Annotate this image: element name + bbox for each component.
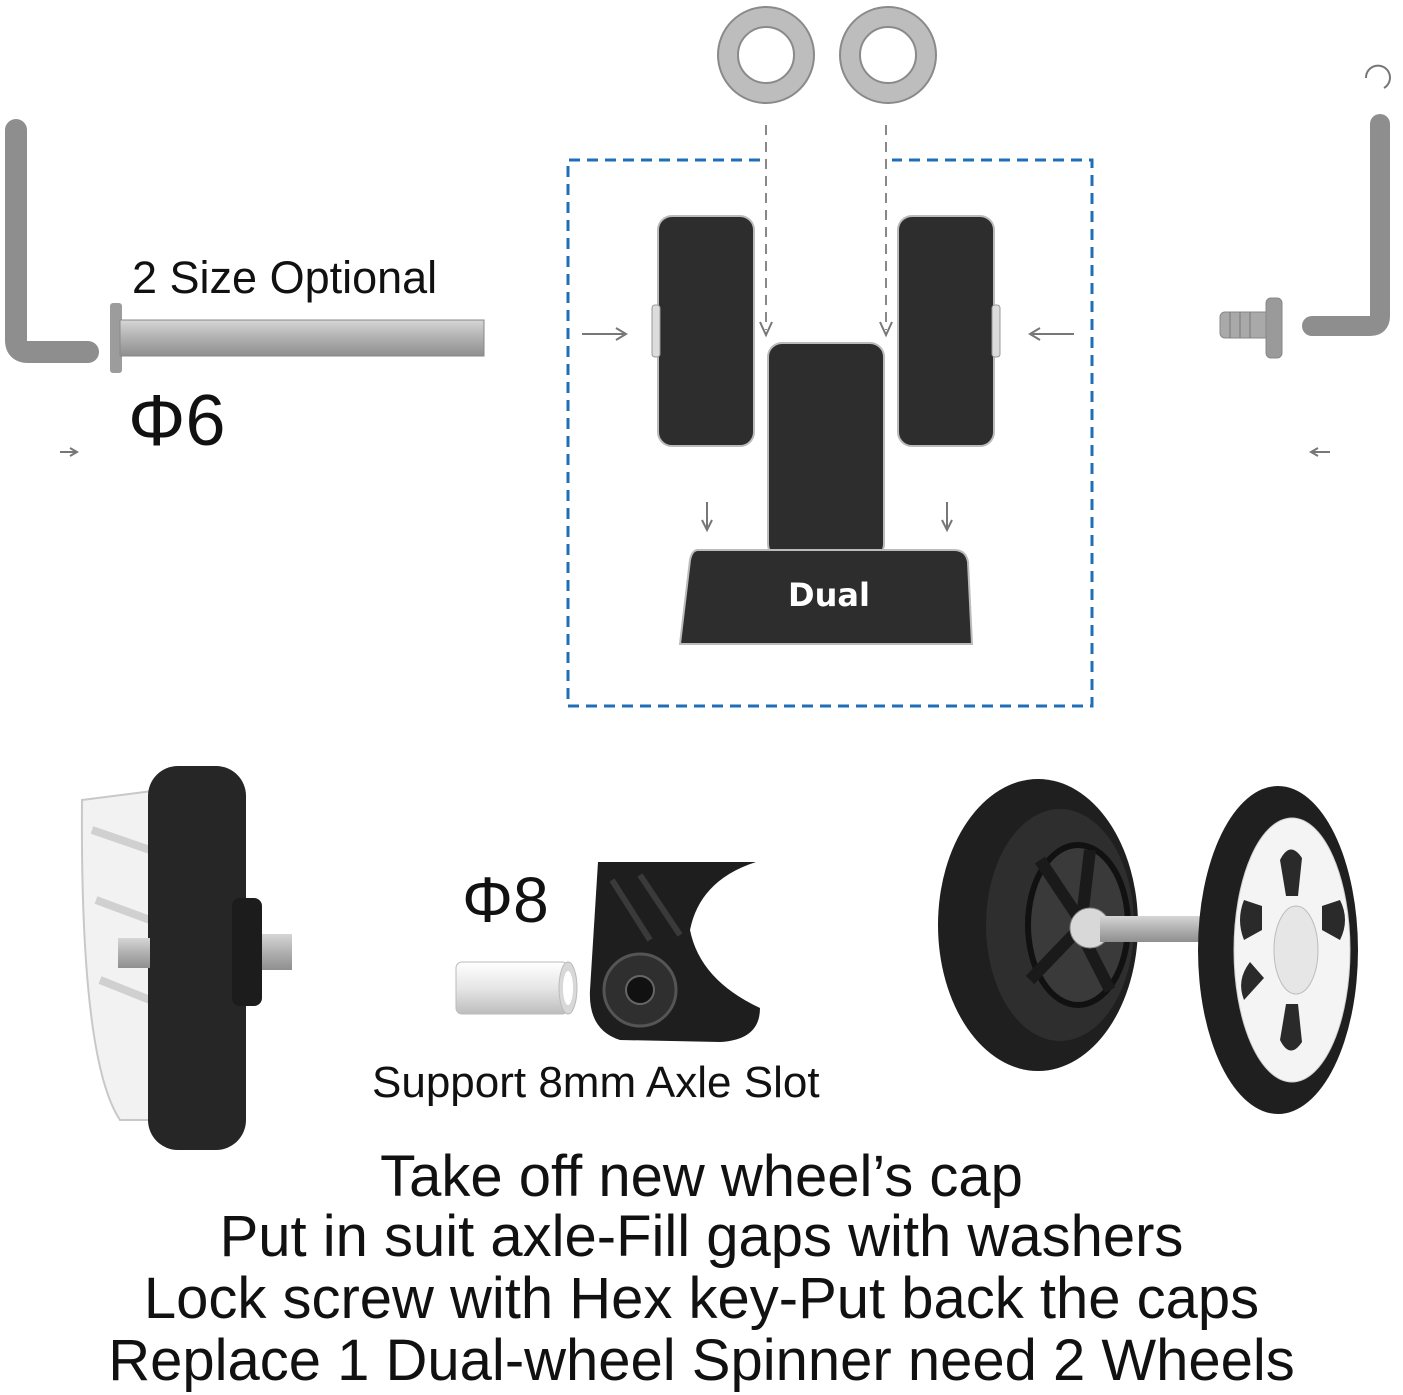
size-optional-label: 2 Size Optional bbox=[132, 252, 438, 303]
phi8-label: Φ8 bbox=[462, 864, 549, 936]
dual-wheel-left bbox=[657, 215, 755, 447]
hex-key-left-icon bbox=[4, 119, 99, 363]
arrow-right-icon bbox=[582, 327, 628, 341]
arrow-left-small-icon bbox=[1308, 447, 1330, 457]
instruction-2: Put in suit axle-Fill gaps with washers bbox=[219, 1204, 1184, 1269]
washer-right-icon bbox=[839, 6, 937, 104]
axle-slot-icon bbox=[589, 862, 760, 1042]
screw-icon bbox=[1219, 297, 1283, 359]
dual-label: Dual bbox=[788, 576, 870, 614]
arrow-left-icon bbox=[1028, 327, 1074, 341]
wheel-side-view bbox=[80, 766, 292, 1150]
axle-slot-label: Support 8mm Axle Slot bbox=[372, 1058, 820, 1107]
instruction-4: Replace 1 Dual-wheel Spinner need 2 Whee… bbox=[108, 1328, 1295, 1393]
dual-base bbox=[678, 549, 974, 645]
phi6-label: Φ6 bbox=[128, 381, 226, 461]
arrow-down-right-icon bbox=[941, 502, 953, 533]
washer-left-icon bbox=[717, 6, 815, 104]
axle-bushing-icon bbox=[455, 961, 578, 1015]
wheel-pair bbox=[938, 779, 1358, 1114]
arrow-right-small-icon bbox=[60, 447, 80, 457]
dual-wheel-right bbox=[897, 215, 995, 447]
rotate-icon bbox=[1364, 64, 1391, 89]
instruction-3: Lock screw with Hex key-Put back the cap… bbox=[143, 1266, 1260, 1331]
arrow-down-left-icon bbox=[701, 502, 713, 533]
dashed-assembly-frame bbox=[566, 158, 1094, 708]
axle-bolt-icon bbox=[110, 303, 485, 373]
hex-key-right-icon bbox=[1302, 114, 1390, 336]
instruction-1: Take off new wheel’s cap bbox=[380, 1144, 1023, 1209]
spinner-leg bbox=[767, 342, 885, 559]
